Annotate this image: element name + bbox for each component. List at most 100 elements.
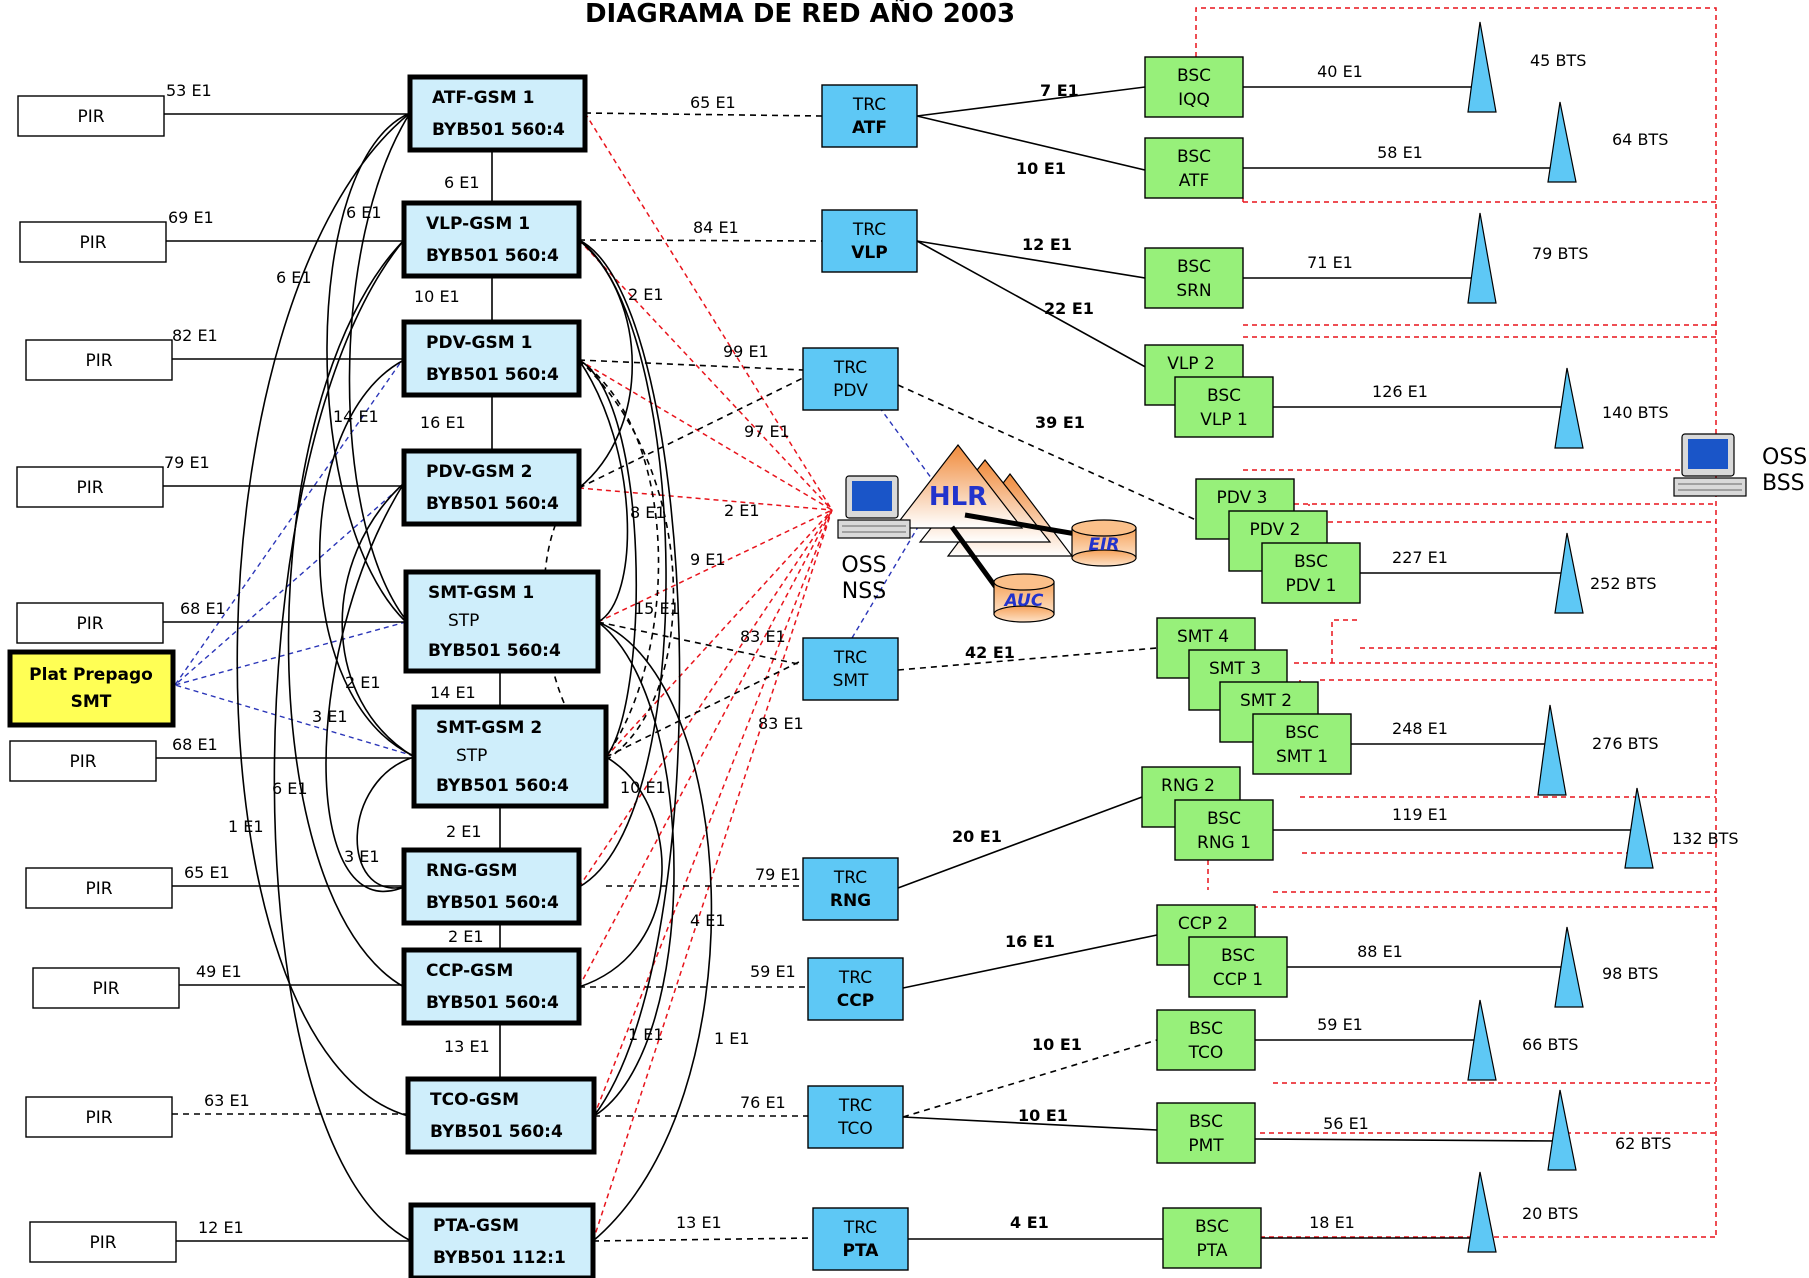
- msc-box-2: [401, 319, 582, 398]
- msc-trc-link-4: [597, 621, 804, 666]
- bts-count-label-5: 276 BTS: [1592, 734, 1659, 753]
- msc-model-3: BYB501 560:4: [426, 494, 559, 514]
- bts-tower-icon-2: [1467, 212, 1497, 304]
- bsc-label-2-8: TCO: [1188, 1043, 1224, 1063]
- mesh-arc-right-3: [578, 359, 629, 623]
- bsc-box-7: [1188, 936, 1288, 998]
- pir-link-label-6: 65 E1: [184, 863, 230, 882]
- bsc-link-label-8: 59 E1: [1317, 1015, 1363, 1034]
- msc-trc-link-0: [584, 112, 823, 117]
- msc-name-3: PDV-GSM 2: [426, 462, 532, 482]
- trc-bsc-link-7: [902, 934, 1158, 989]
- pir-label-7: PIR: [92, 979, 119, 999]
- bts-count-label-6: 132 BTS: [1672, 829, 1739, 848]
- mesh-arc-left-8: [356, 756, 415, 889]
- msc-model-1: BYB501 560:4: [426, 246, 559, 266]
- msc-name-2: PDV-GSM 1: [426, 333, 532, 353]
- trc-top-0: TRC: [852, 95, 886, 115]
- trc-bsc-label-5: 42 E1: [965, 643, 1015, 662]
- core-network: HLR EIR AUC OSS NSS: [837, 433, 1807, 623]
- msc-trc-link-3: [578, 377, 804, 489]
- trc-bsc-link-3: [916, 240, 1161, 376]
- mesh-label-4: 3 E1: [312, 707, 348, 726]
- msc-chain-label-5: 2 E1: [448, 927, 484, 946]
- msc-model-2: BYB501 560:4: [426, 365, 559, 385]
- pir-link-label-7: 49 E1: [196, 962, 242, 981]
- trc-bsc-label-1: 10 E1: [1016, 159, 1066, 178]
- msc-name-8: TCO-GSM: [430, 1090, 519, 1110]
- msc-model-5: BYB501 560:4: [436, 776, 569, 796]
- msc-box-6: [401, 847, 582, 926]
- msc-trc-link-5: [605, 659, 804, 758]
- oss-nss-link-3: [578, 487, 833, 511]
- bts-count-label-1: 64 BTS: [1612, 130, 1668, 149]
- pir-box-5: [9, 740, 157, 782]
- trc-box-4: [802, 857, 899, 921]
- msc-trc-label-8: 59 E1: [750, 962, 796, 981]
- hlr-shape: [892, 444, 1024, 529]
- msc-trc-link-1: [578, 239, 823, 242]
- bsc-link-label-3: 126 E1: [1372, 382, 1428, 401]
- trc-bottom-1: VLP: [851, 243, 887, 263]
- pir-box-0: [17, 95, 165, 137]
- bsc-label-2-4: PDV 1: [1286, 576, 1337, 596]
- oss-nss-link-9: [592, 509, 833, 1242]
- pir-label-9: PIR: [89, 1233, 116, 1253]
- pir-box-7: [32, 967, 180, 1009]
- bsc-back-label-5-1: SMT 3: [1209, 659, 1261, 679]
- trc-bottom-7: PTA: [843, 1241, 880, 1261]
- mesh-arc-right-7: [578, 239, 634, 489]
- bsc-bts-link-9: [1254, 1138, 1561, 1142]
- trc-bsc-label-7: 16 E1: [1005, 932, 1055, 951]
- trc-bottom-0: ATF: [852, 118, 887, 138]
- trc-bottom-4: RNG: [830, 891, 871, 911]
- oss-bss-computer-icon: [1673, 433, 1747, 497]
- bsc-box-6: [1174, 799, 1274, 861]
- trc-bsc-link-6: [897, 796, 1143, 889]
- msc-name-5: SMT-GSM 2: [436, 718, 542, 738]
- mesh-arc-left-3: [318, 359, 415, 757]
- msc-model-0: BYB501 560:4: [432, 120, 565, 140]
- trc-bsc-label-9: 10 E1: [1018, 1106, 1068, 1125]
- msc-box-8: [405, 1076, 597, 1155]
- msc-chain-label-1: 10 E1: [414, 287, 460, 306]
- hlr-auc-link: [949, 525, 1003, 595]
- bsc-link-label-7: 88 E1: [1357, 942, 1403, 961]
- trc-bottom-6: TCO: [837, 1119, 873, 1139]
- bsc-link-label-5: 248 E1: [1392, 719, 1448, 738]
- bsc-back-label-4-0: PDV 3: [1217, 488, 1268, 508]
- trc-bsc-label-10: 4 E1: [1010, 1213, 1049, 1232]
- bsc-link-label-2: 71 E1: [1307, 253, 1353, 272]
- msc-name-6: RNG-GSM: [426, 861, 517, 881]
- msc-box-0: [407, 74, 588, 153]
- bsc-label-1-9: BSC: [1189, 1112, 1223, 1132]
- mesh-arc-left-6: [273, 239, 412, 1242]
- bsc-label-2-10: PTA: [1197, 1241, 1228, 1261]
- mesh-label-0: 6 E1: [346, 203, 382, 222]
- msc-trc-link-2: [578, 359, 804, 371]
- bts-count-label-7: 98 BTS: [1602, 964, 1658, 983]
- oss-tap-c: [1299, 619, 1360, 682]
- msc-name-7: CCP-GSM: [426, 961, 513, 981]
- pir-link-label-0: 53 E1: [166, 81, 212, 100]
- msc-trc-label-10: 13 E1: [676, 1213, 722, 1232]
- oss-nss-link-8: [593, 509, 833, 1117]
- msc-model-6: BYB501 560:4: [426, 893, 559, 913]
- msc-name-9: PTA-GSM: [433, 1216, 519, 1236]
- oss-nss-label-1: OSS: [841, 553, 886, 578]
- bsc-link-label-10: 18 E1: [1309, 1213, 1355, 1232]
- bts-count-label-9: 62 BTS: [1615, 1134, 1671, 1153]
- mesh-arc-right-5: [593, 621, 675, 1117]
- trc-box-1: [821, 209, 918, 273]
- msc-model-8: BYB501 560:4: [430, 1122, 563, 1142]
- bts-count-label-8: 66 BTS: [1522, 1035, 1578, 1054]
- msc-trc-label-9: 76 E1: [740, 1093, 786, 1112]
- pir-box-4: [16, 602, 164, 644]
- trc-top-4: TRC: [833, 868, 867, 888]
- bsc-link-label-0: 40 E1: [1317, 62, 1363, 81]
- pir-label-6: PIR: [85, 879, 112, 899]
- trc-top-7: TRC: [843, 1218, 877, 1238]
- pir-box-3: [16, 466, 164, 508]
- msc-trc-label-1: 84 E1: [693, 218, 739, 237]
